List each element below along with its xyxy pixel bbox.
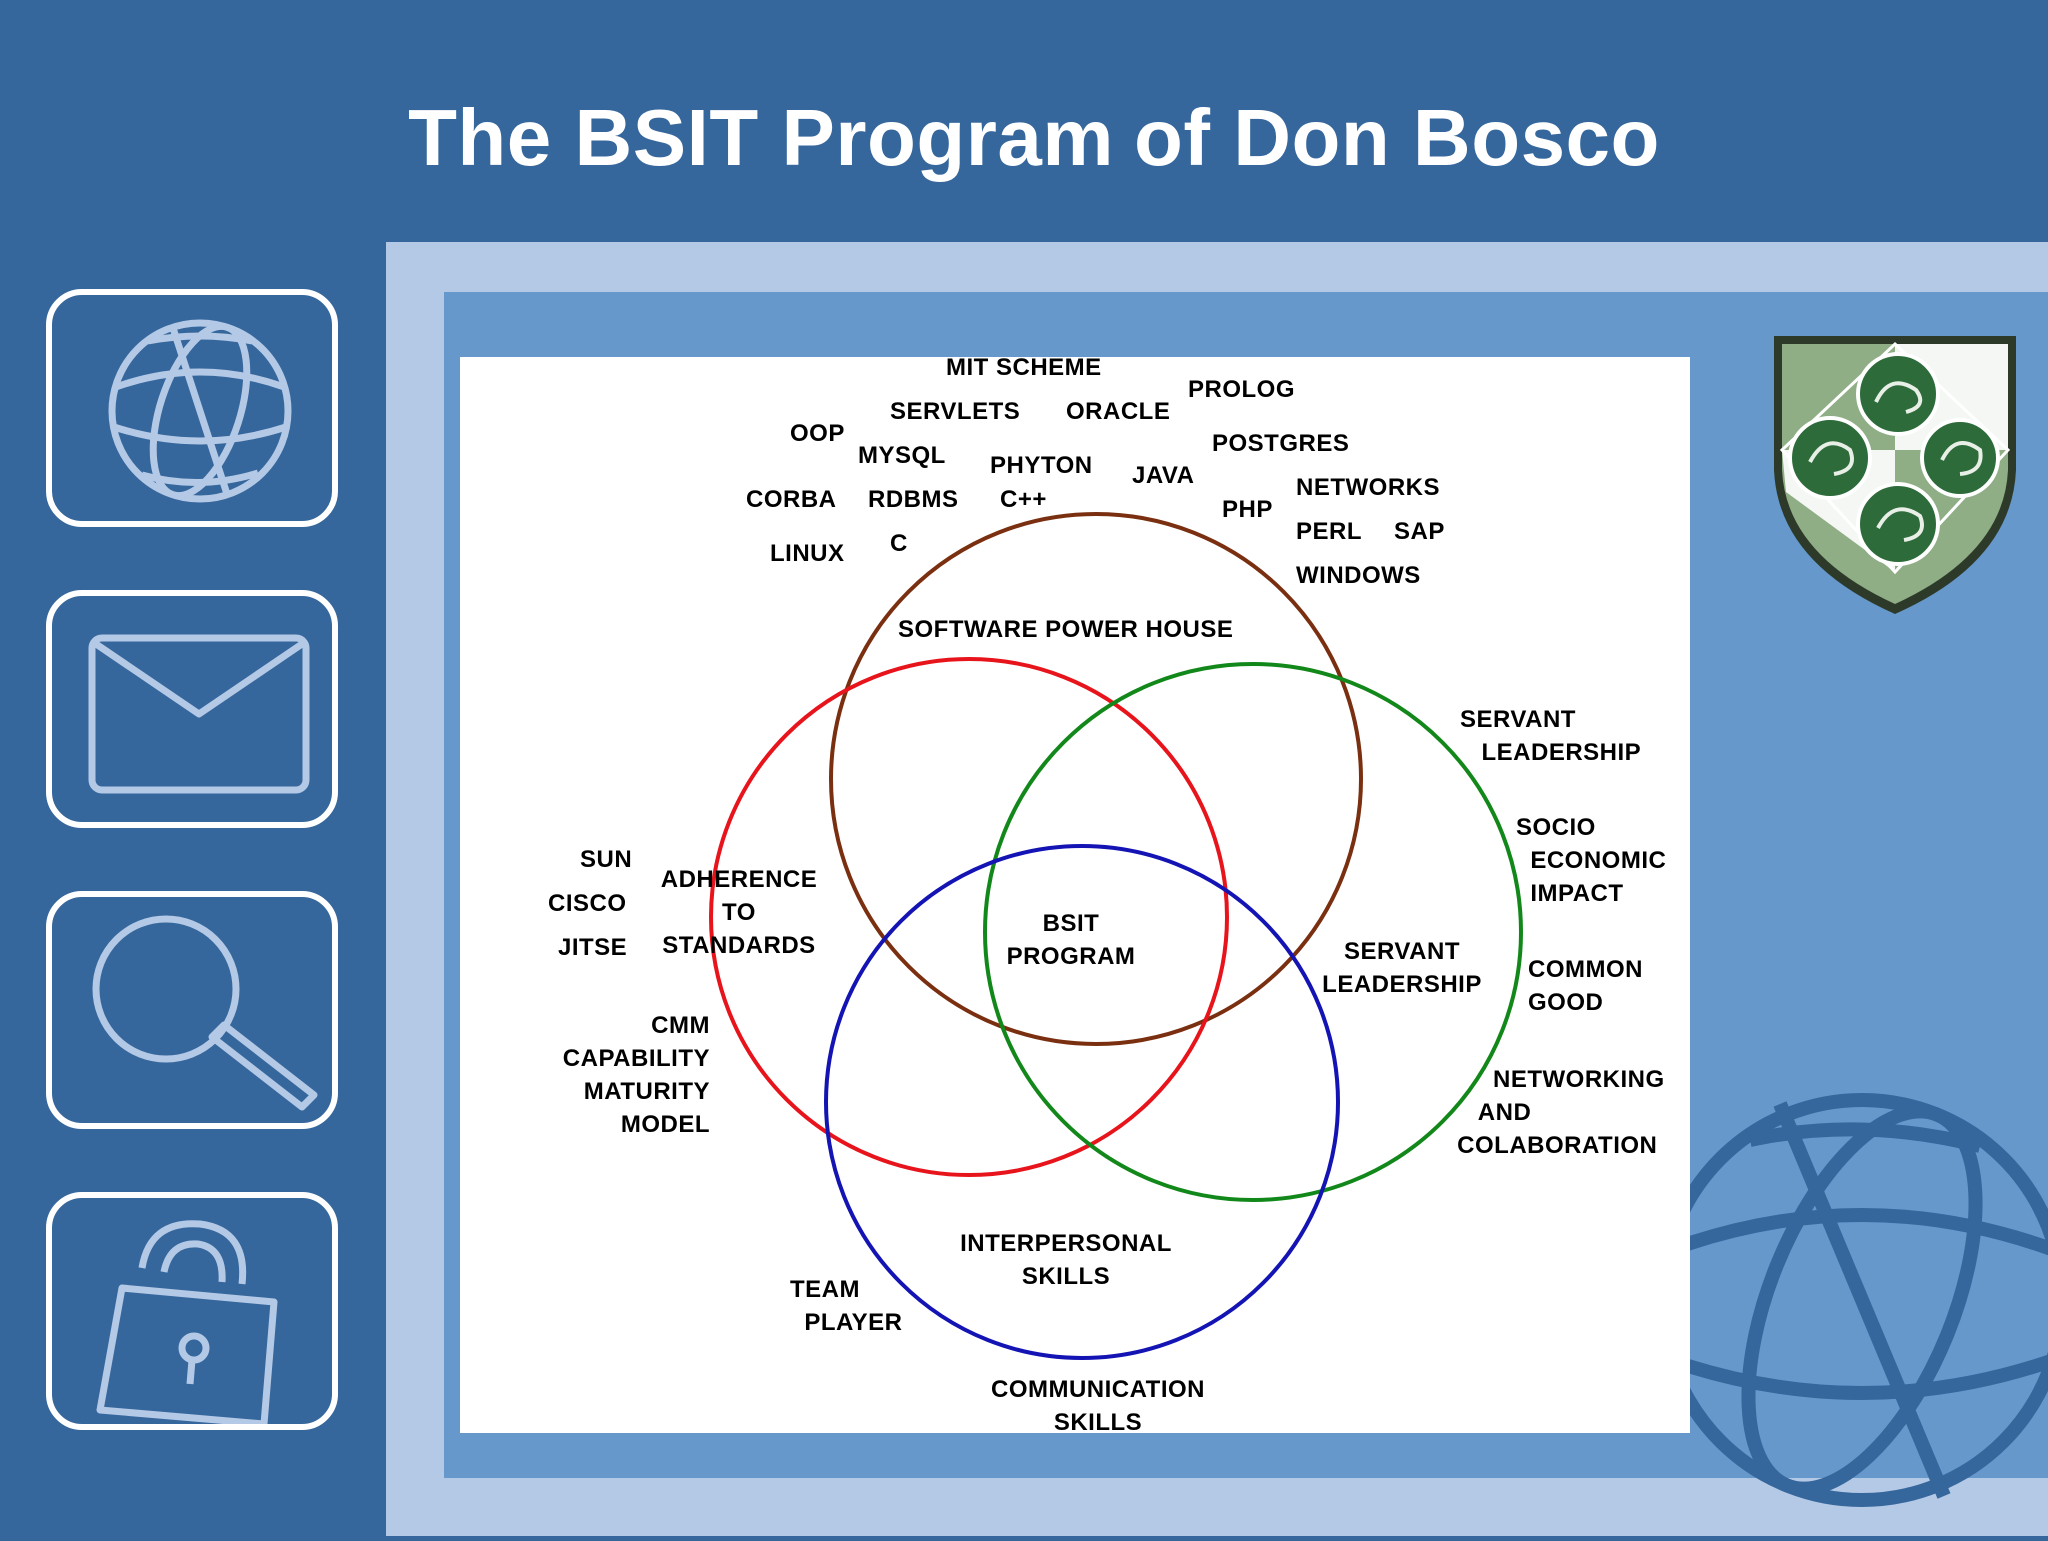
term-oop: OOP [790, 420, 845, 447]
sidebar-button-mail[interactable] [46, 590, 338, 828]
label-interpersonal-skills: INTERPERSONAL SKILLS [960, 1230, 1172, 1290]
term-rdbms: RDBMS [868, 486, 959, 513]
sidebar-button-globe[interactable] [46, 289, 338, 527]
term-c: C [890, 530, 908, 557]
term-phyton: PHYTON [990, 452, 1093, 479]
term-communication-skills: COMMUNICATION SKILLS [990, 1376, 1206, 1433]
term-team-player: TEAM PLAYER [790, 1276, 903, 1336]
padlock-icon [96, 1220, 278, 1424]
venn-diagram [709, 512, 1523, 1360]
term-perl: PERL [1296, 518, 1363, 545]
circle-servant-leadership [983, 662, 1523, 1202]
slide-title-part2: of Don Bosco [1133, 93, 1660, 182]
term-php: PHP [1222, 496, 1273, 523]
label-software-power-house: SOFTWARE POWER HOUSE [898, 616, 1234, 643]
term-mysql: MYSQL [858, 442, 946, 469]
globe-icon [108, 319, 292, 503]
term-cmm: CMM CAPABILITY MATURITY MODEL [562, 1012, 710, 1138]
term-servant-leadership: SERVANT LEADERSHIP [1460, 706, 1642, 766]
term-cpp: C++ [1000, 486, 1047, 513]
term-socio-economic-impact: SOCIO ECONOMIC IMPACT [1516, 814, 1667, 907]
label-bsit-program: BSIT PROGRAM [1006, 910, 1136, 970]
term-servlets: SERVLETS [890, 398, 1021, 425]
term-postgres: POSTGRES [1212, 430, 1350, 457]
term-prolog: PROLOG [1188, 376, 1296, 403]
slide-title-part1: The BSIT Program [408, 93, 1114, 182]
envelope-icon [88, 634, 310, 794]
term-networks: NETWORKS [1296, 474, 1440, 501]
term-sun: SUN [580, 846, 633, 873]
term-networking-and-colaboration: NETWORKING AND COLABORATION [1457, 1066, 1665, 1159]
term-windows: WINDOWS [1296, 562, 1421, 589]
term-mit-scheme: MIT SCHEME [946, 357, 1102, 381]
term-jitse: JITSE [558, 934, 628, 961]
label-adherence-to-standards: ADHERENCE TO STANDARDS [660, 866, 818, 959]
circle-adherence-to-standards [709, 657, 1229, 1177]
term-sap: SAP [1394, 518, 1445, 545]
label-servant-leadership-circle: SERVANT LEADERSHIP [1322, 938, 1482, 998]
term-linux: LINUX [770, 540, 845, 567]
term-java: JAVA [1132, 462, 1195, 489]
circle-software-power-house [829, 512, 1363, 1046]
term-cisco: CISCO [548, 890, 627, 917]
venn-diagram-panel: SOFTWARE POWER HOUSE ADHERENCE TO STANDA… [460, 357, 1690, 1433]
sidebar-button-lock[interactable] [46, 1192, 338, 1430]
circle-interpersonal-skills [824, 844, 1340, 1360]
sidebar-button-search[interactable] [46, 891, 338, 1129]
decorative-globe-icon [1690, 1060, 2048, 1541]
school-crest-logo [1770, 332, 2020, 623]
term-corba: CORBA [746, 486, 837, 513]
magnifier-icon [92, 915, 318, 1111]
term-oracle: ORACLE [1066, 398, 1171, 425]
term-common-good: COMMON GOOD [1528, 956, 1643, 1016]
